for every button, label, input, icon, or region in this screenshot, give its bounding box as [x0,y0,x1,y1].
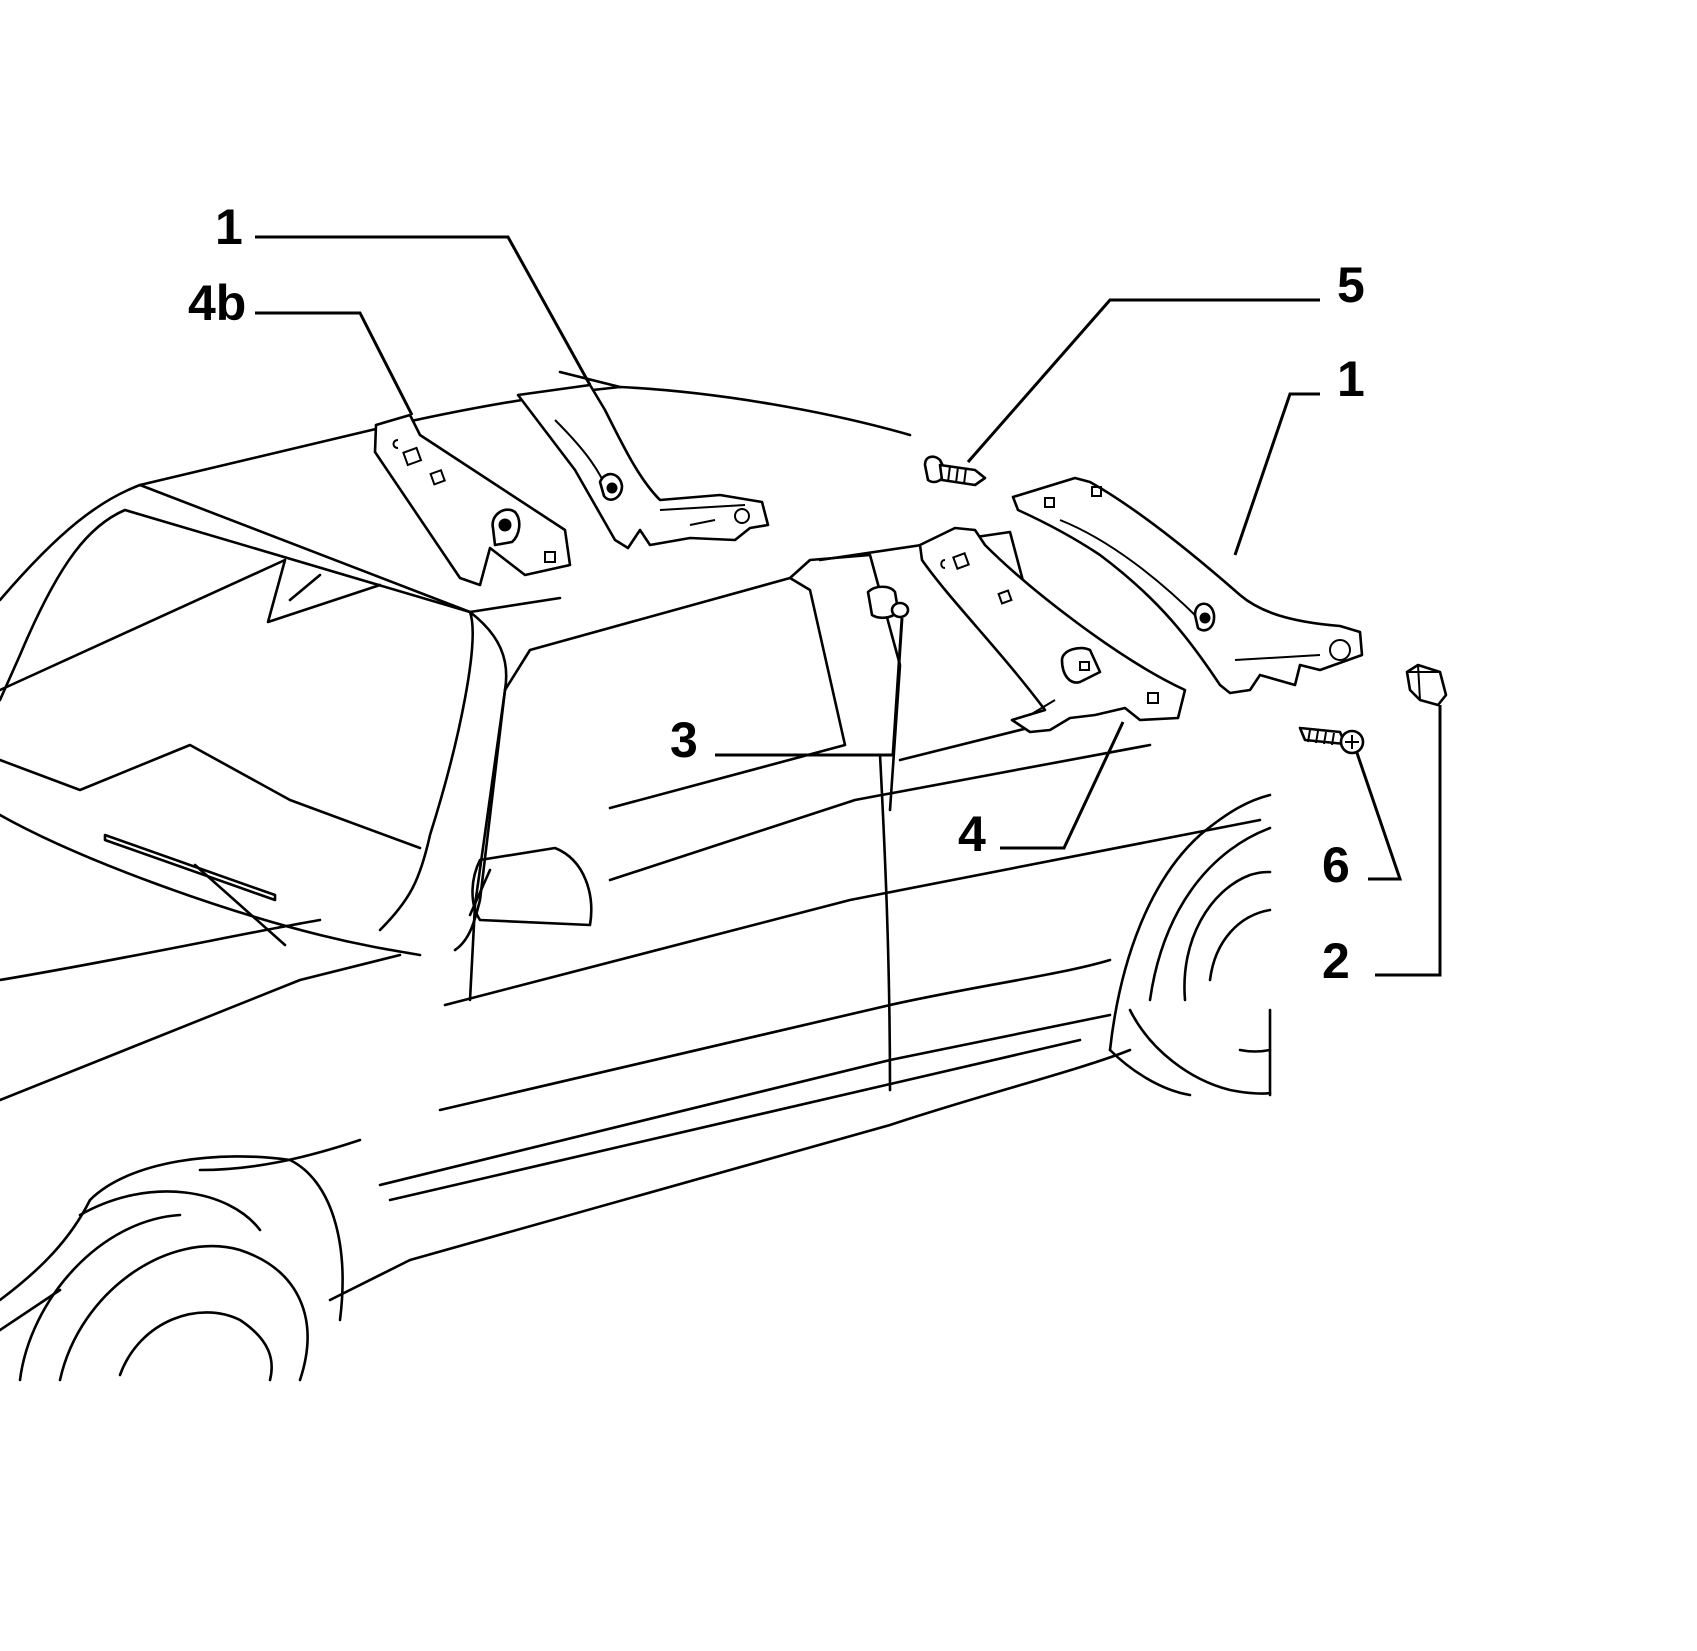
callout-5: 5 [1337,257,1365,313]
callout-6: 6 [1322,837,1350,893]
leader-4b [255,311,414,416]
part-1-left-pillar-trim [516,383,770,550]
leader-6 [1355,752,1403,881]
part-1-right-pillar-trim [1011,476,1364,695]
part-3-clip [866,585,910,620]
leader-1-right [1233,392,1320,556]
callout-1-right: 1 [1337,351,1365,407]
part-6-screw [1298,726,1365,755]
leader-4 [1000,721,1125,850]
part-5-screw [923,455,987,487]
leader-1-left [255,235,592,386]
part-4b-bracket [373,413,572,587]
leader-lines [255,235,1442,977]
callout-4: 4 [958,806,986,862]
callout-labels: 1 4b 5 1 3 4 6 2 [188,199,1365,989]
callout-1-left: 1 [215,199,243,255]
callout-3: 3 [670,712,698,768]
part-2-clip [1405,663,1448,707]
part-4-bracket [918,526,1187,734]
leader-2 [1375,705,1442,977]
leader-5 [966,298,1320,463]
leader-3 [715,617,904,757]
callout-2: 2 [1322,933,1350,989]
callout-4b: 4b [188,275,246,331]
